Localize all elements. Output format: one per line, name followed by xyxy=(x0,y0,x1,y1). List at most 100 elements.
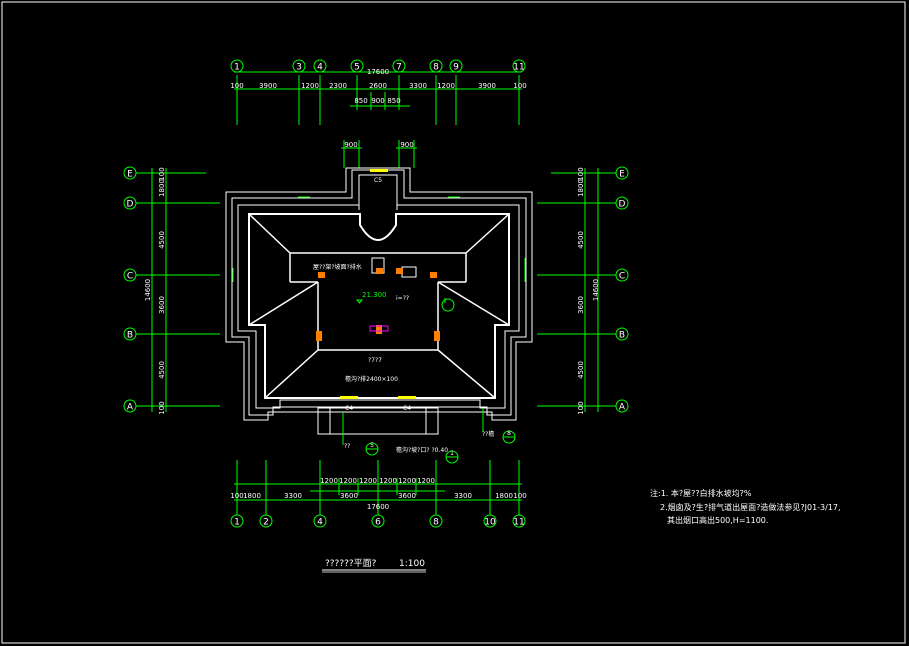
left-axis-bubbles: E D C B A xyxy=(123,166,137,413)
axis-label: 8 xyxy=(433,63,439,73)
detail-note: 檐沟?坡?口? ?0.40 xyxy=(396,446,448,454)
dimension-value: 900 xyxy=(344,141,357,149)
dimension-total: 14600 xyxy=(592,279,600,301)
dimension-value: 1200 xyxy=(398,477,416,485)
dimension-value: 1200 xyxy=(437,82,455,90)
columns xyxy=(316,268,440,341)
drawing-title-block: ??????平面? 1:100 xyxy=(322,558,426,573)
dimension-value: 100 xyxy=(158,401,166,414)
axis-label: 9 xyxy=(453,63,459,73)
axis-label: 8 xyxy=(433,518,439,528)
plan-labels: C5 C4 C4 屋??架?坡面?排水 ?7?7 檐沟?排2400×100 i=… xyxy=(313,177,494,454)
window-c4-left xyxy=(340,396,358,399)
axis-label: 5 xyxy=(354,63,360,73)
detail-callout: 8 xyxy=(502,430,516,444)
dimension-value: 1800 xyxy=(577,179,585,197)
axis-label: E xyxy=(619,170,625,180)
axis-bubble: D xyxy=(615,196,629,210)
axis-label: C xyxy=(619,272,625,282)
top-dimension-text: 17600 100 3900 1200 2300 2600 3300 1200 … xyxy=(230,68,526,105)
axis-label: D xyxy=(619,200,626,210)
axis-label: B xyxy=(619,331,625,341)
axis-bubble: E xyxy=(123,166,137,180)
axis-bubble: 6 xyxy=(371,514,385,528)
dimension-value: 1800 xyxy=(158,179,166,197)
window-c5 xyxy=(370,169,388,172)
left-dimension-chain xyxy=(136,168,220,412)
dimension-value: 1200 xyxy=(379,477,397,485)
dimension-value: 4500 xyxy=(158,231,166,249)
dimension-value: 3900 xyxy=(259,82,277,90)
dimension-value: 2300 xyxy=(329,82,347,90)
dimension-value: 2600 xyxy=(369,82,387,90)
dimension-value: 3600 xyxy=(340,492,358,500)
axis-label: C xyxy=(127,272,133,282)
drawing-scale: 1:100 xyxy=(399,559,425,569)
axis-bubble: 8 xyxy=(429,514,443,528)
axis-bubble: 8 xyxy=(429,59,443,73)
axis-bubble: 11 xyxy=(512,59,526,73)
slope-note: i=?? xyxy=(396,295,409,302)
dimension-value: 3900 xyxy=(478,82,496,90)
right-axis-bubbles: E D C B A xyxy=(615,166,629,413)
column xyxy=(376,268,383,274)
dimension-value: 850 xyxy=(354,97,367,105)
axis-bubble: C xyxy=(615,268,629,282)
axis-label: 11 xyxy=(513,518,524,528)
axis-label: 7 xyxy=(396,63,402,73)
bottom-dimension-text: 17600 100 1800 3300 3600 3600 3300 1800 … xyxy=(230,477,526,511)
bottom-dimension-chain xyxy=(234,460,522,515)
dimension-value: 3600 xyxy=(158,296,166,314)
gutter-note: 檐沟?排2400×100 xyxy=(345,375,398,383)
column xyxy=(434,331,440,341)
drain-symbol xyxy=(369,325,389,332)
dimension-value: 100 xyxy=(230,82,243,90)
window-label: C4 xyxy=(403,405,411,412)
dimension-value: 4500 xyxy=(577,361,585,379)
dimension-value: 100 xyxy=(230,492,243,500)
dimension-value: 1200 xyxy=(339,477,357,485)
porch-outline xyxy=(317,407,439,435)
callout-label: 5 xyxy=(370,442,374,449)
left-dimension-text: 14600 100 1800 4500 3600 4500 100 xyxy=(144,167,166,414)
axis-label: 10 xyxy=(484,518,496,528)
axis-bubble: 4 xyxy=(313,514,327,528)
roof-hip-lines xyxy=(248,213,510,399)
vent-box xyxy=(401,266,417,278)
axis-label: 3 xyxy=(296,63,302,73)
dimension-value: 3300 xyxy=(409,82,427,90)
top-dimension-chain xyxy=(234,71,522,125)
column xyxy=(318,272,325,278)
axis-bubble: 2 xyxy=(259,514,273,528)
axis-bubble: A xyxy=(615,399,629,413)
dimension-value: 1800 xyxy=(495,492,513,500)
dimension-value: 100 xyxy=(158,167,166,180)
axis-label: B xyxy=(127,331,133,341)
dimension-value: 1200 xyxy=(320,477,338,485)
elevation-mark: 21.300 xyxy=(362,291,387,299)
axis-bubble: C xyxy=(123,268,137,282)
axis-bubble: 9 xyxy=(449,59,463,73)
chimney-dimensions xyxy=(341,140,417,168)
axis-bubble: 11 xyxy=(512,514,526,528)
note-line: 其出烟口高出500,H=1100. xyxy=(667,515,768,525)
axis-bubble: D xyxy=(123,196,137,210)
axis-label: A xyxy=(127,403,134,413)
dimension-value: 3300 xyxy=(284,492,302,500)
column xyxy=(376,325,382,334)
axis-bubble: 10 xyxy=(483,514,497,528)
axis-bubble: 5 xyxy=(350,59,364,73)
detail-callout: 5 xyxy=(365,442,379,456)
window-c4-right xyxy=(398,396,416,399)
dimension-value: 1200 xyxy=(417,477,435,485)
dimension-value: 1200 xyxy=(359,477,377,485)
notes-block: 注:1. 本?屋??白排水坡均?% 2.烟囱及?生?排气道出屋面?造做法参见?J… xyxy=(650,488,841,525)
window-label: C5 xyxy=(374,177,382,184)
ridge-note: 屋??架?坡面?排水 xyxy=(313,263,362,271)
center-label: ?7?7 xyxy=(368,357,382,364)
note-line: 2.烟囱及?生?排气道出屋面?造做法参见?J01-3/17, xyxy=(660,502,841,512)
axis-bubble: 1 xyxy=(230,59,244,73)
axis-bubble: E xyxy=(615,166,629,180)
elevation-triangle xyxy=(355,299,364,304)
